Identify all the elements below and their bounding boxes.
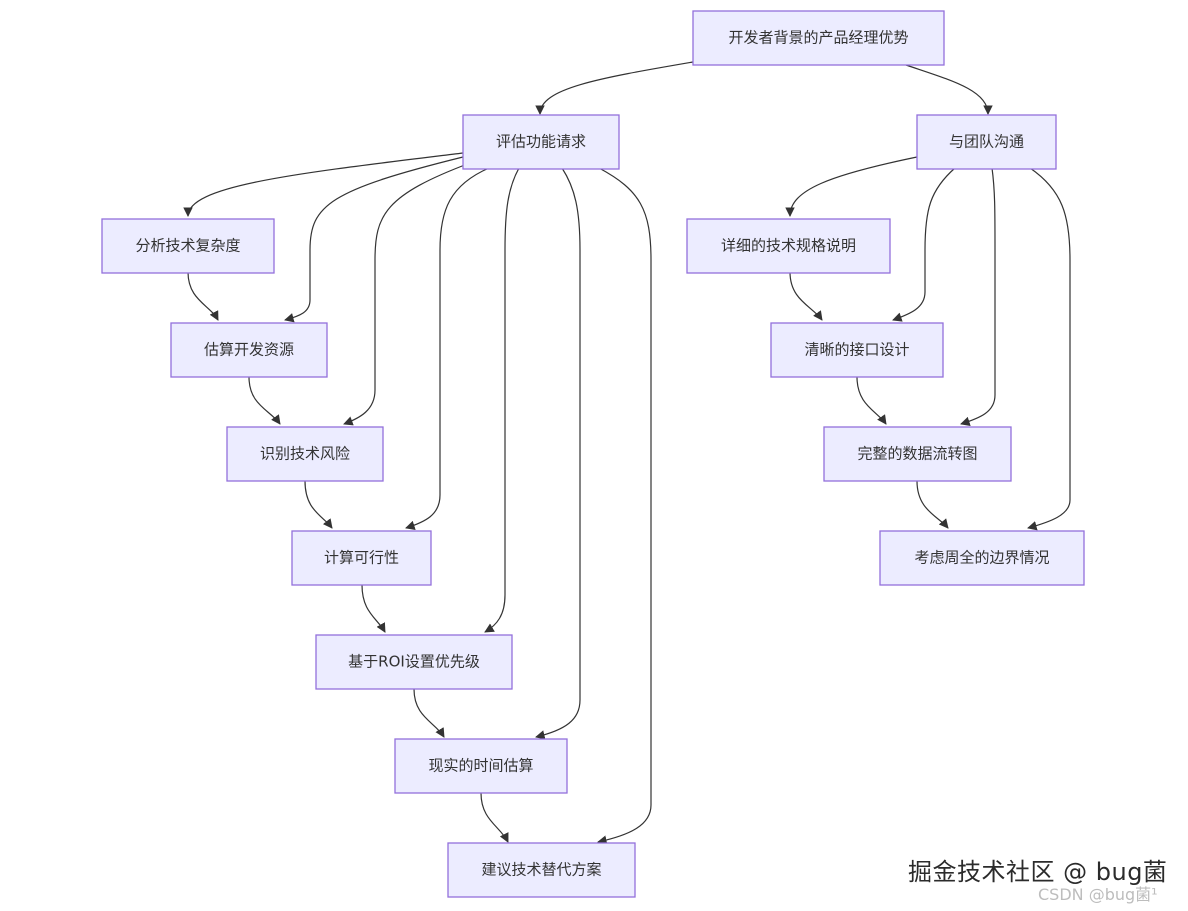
node-eval: 评估功能请求 — [462, 114, 620, 170]
node-label: 计算可行性 — [324, 549, 399, 567]
node-label: 与团队沟通 — [949, 133, 1024, 151]
node-resource: 估算开发资源 — [170, 322, 328, 378]
node-label: 估算开发资源 — [204, 341, 294, 359]
edge-analyze-resource — [187, 271, 219, 321]
edge-roi-time — [413, 688, 445, 738]
edge-comm-edge — [1027, 167, 1071, 531]
node-risk: 识别技术风险 — [226, 426, 384, 482]
node-time: 现实的时间估算 — [394, 738, 568, 794]
node-flow: 完整的数据流转图 — [823, 426, 1012, 482]
node-label: 清晰的接口设计 — [804, 341, 909, 359]
node-label: 识别技术风险 — [260, 445, 350, 463]
edge-comm-api — [892, 167, 956, 322]
node-spec: 详细的技术规格说明 — [686, 218, 891, 274]
edge-resource-risk — [248, 376, 281, 425]
edge-root-eval — [535, 61, 694, 115]
node-api: 清晰的接口设计 — [770, 322, 944, 378]
edge-api-flow — [856, 376, 887, 425]
edge-eval-time — [535, 167, 581, 740]
watermark-csdn: CSDN @bug菌¹ — [1038, 885, 1158, 904]
watermark-juejin: 掘金技术社区 @ bug菌 — [908, 858, 1168, 886]
node-alt: 建议技术替代方案 — [447, 842, 636, 898]
node-edge-cases: 考虑周全的边界情况 — [879, 530, 1085, 586]
edge-root-comm — [905, 64, 993, 115]
edge-comm-flow — [960, 167, 996, 426]
edge-eval-feasible — [405, 167, 490, 530]
edge-spec-api — [789, 271, 823, 321]
node-label: 详细的技术规格说明 — [721, 237, 856, 255]
node-label: 评估功能请求 — [496, 133, 586, 151]
edges — [183, 61, 1071, 845]
node-label: 基于ROI设置优先级 — [348, 653, 480, 671]
node-label: 建议技术替代方案 — [481, 861, 601, 879]
edge-eval-risk — [343, 162, 471, 426]
node-root: 开发者背景的产品经理优势 — [692, 10, 945, 66]
edge-time-alt — [480, 792, 509, 843]
node-feasible: 计算可行性 — [291, 530, 432, 586]
node-label: 开发者背景的产品经理优势 — [728, 29, 908, 47]
edge-eval-alt — [597, 167, 652, 845]
edge-feasible-roi — [361, 584, 386, 633]
edge-comm-spec — [785, 156, 918, 217]
edge-risk-feasible — [304, 480, 333, 529]
edge-eval-roi — [484, 167, 520, 633]
node-comm: 与团队沟通 — [916, 114, 1057, 170]
edge-eval-resource — [284, 156, 464, 323]
node-label: 完整的数据流转图 — [857, 445, 977, 463]
edge-eval-analyze — [183, 152, 464, 217]
node-label: 分析技术复杂度 — [135, 237, 240, 255]
node-roi: 基于ROI设置优先级 — [315, 634, 513, 690]
node-label: 现实的时间估算 — [428, 757, 533, 775]
node-analyze: 分析技术复杂度 — [101, 218, 275, 274]
node-label: 考虑周全的边界情况 — [914, 549, 1049, 567]
edge-flow-edge — [916, 480, 949, 529]
